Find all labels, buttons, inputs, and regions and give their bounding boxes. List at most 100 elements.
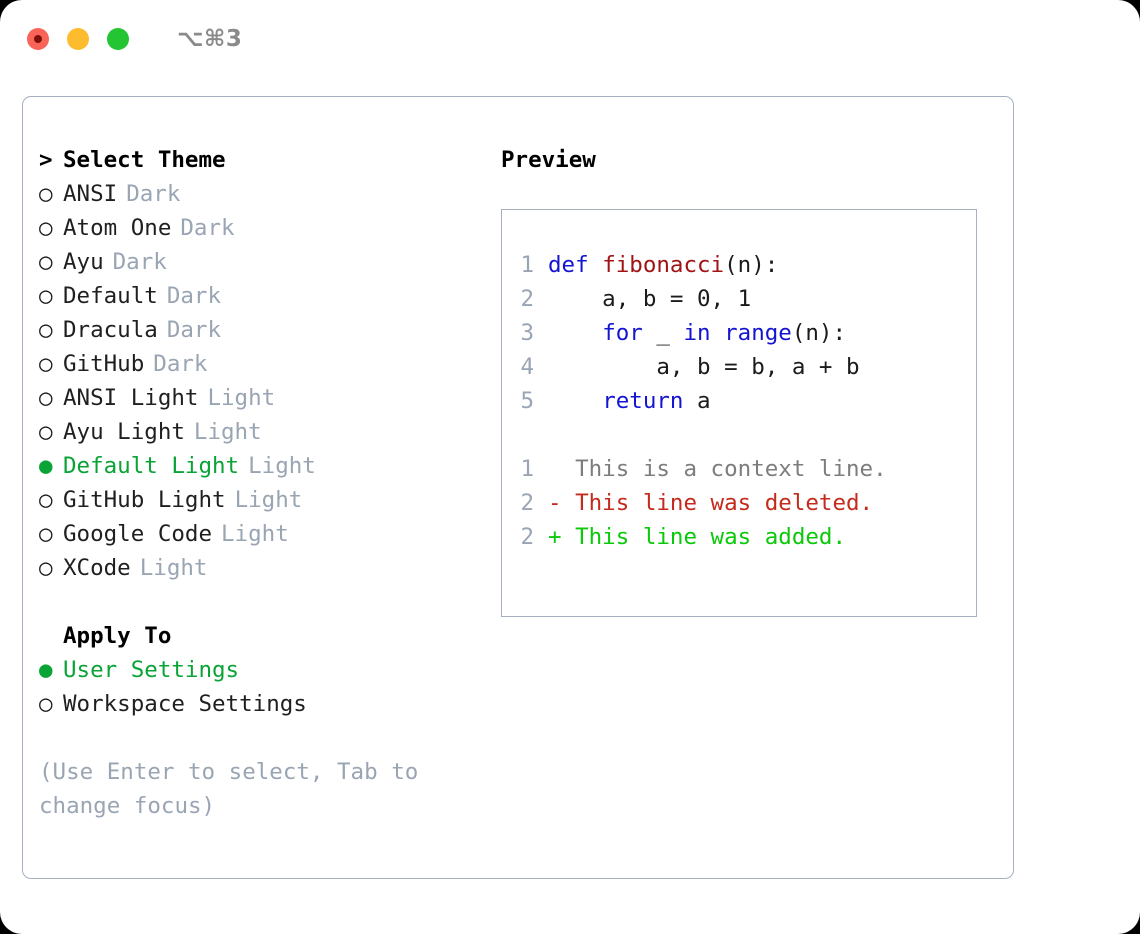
radio-unselected-icon: ○ (39, 521, 53, 547)
code-token: a, b = b, a + b (548, 354, 860, 380)
code-line-text: a, b = 0, 1 (548, 286, 751, 312)
minimize-button[interactable] (67, 28, 89, 50)
theme-list-item[interactable]: ● Default Light Light (39, 453, 499, 487)
diff-line: 1 This is a context line. (502, 456, 976, 490)
code-token: a, b = 0, 1 (548, 286, 752, 312)
radio-unselected-icon: ○ (39, 487, 53, 513)
theme-category-badge: Dark (126, 181, 181, 207)
code-line-text: def fibonacci(n): (548, 252, 778, 278)
code-token: (n): (791, 320, 847, 346)
code-line: 3 for _ in range(n): (502, 320, 976, 354)
record-dot-icon (34, 35, 42, 43)
theme-list-item[interactable]: ○ ANSI Dark (39, 181, 499, 215)
radio-unselected-icon: ○ (39, 181, 53, 207)
theme-name-label: Default Light (63, 453, 240, 479)
line-number: 3 (520, 320, 534, 346)
close-button[interactable] (27, 28, 49, 50)
code-token: _ (642, 320, 684, 346)
line-number: 2 (520, 490, 534, 516)
theme-list-item[interactable]: ○ ANSI Light Light (39, 385, 499, 419)
apply-to-options: ● User Settings ○Workspace Settings (39, 657, 499, 725)
theme-category-badge: Light (221, 521, 289, 547)
code-token (548, 320, 602, 346)
code-line-text: a, b = b, a + b (548, 354, 860, 380)
code-token: range (724, 320, 792, 346)
code-line: 2 a, b = 0, 1 (502, 286, 976, 320)
apply-to-option[interactable]: ● User Settings (39, 657, 499, 691)
radio-unselected-icon: ○ (39, 283, 53, 309)
theme-category-badge: Dark (166, 283, 222, 309)
diff-line-text: + This line was added. (548, 524, 847, 550)
theme-category-badge: Light (248, 453, 316, 479)
line-number: 2 (520, 286, 534, 312)
keyboard-shortcut-label: ⌥⌘3 (177, 26, 243, 52)
theme-name-label: XCode (63, 555, 131, 581)
theme-name-label: ANSI (63, 181, 118, 207)
apply-to-option[interactable]: ○Workspace Settings (39, 691, 499, 725)
theme-name-label: Atom One (63, 215, 172, 241)
radio-unselected-icon: ○ (39, 351, 53, 377)
diff-line: 2- This line was deleted. (502, 490, 976, 524)
radio-unselected-icon: ○ (39, 317, 53, 343)
line-number: 5 (520, 388, 534, 414)
theme-list-item[interactable]: ○ Dracula Dark (39, 317, 499, 351)
radio-selected-icon: ● (39, 453, 53, 479)
code-line: 4 a, b = b, a + b (502, 354, 976, 388)
theme-list-item[interactable]: ○ Default Dark (39, 283, 499, 317)
line-number: 4 (520, 354, 534, 380)
theme-list-item[interactable]: ○ Atom One Dark (39, 215, 499, 249)
theme-category-badge: Light (207, 385, 276, 411)
theme-name-label: GitHub (63, 351, 145, 377)
diff-sample: 1 This is a context line.2- This line wa… (502, 456, 976, 558)
theme-picker-heading: >Select Theme (39, 147, 499, 181)
theme-category-badge: Dark (153, 351, 208, 377)
theme-name-label: Default (63, 283, 158, 309)
radio-unselected-icon: ○ (39, 555, 53, 581)
apply-to-title: Apply To (63, 623, 172, 649)
diff-line: 2+ This line was added. (502, 524, 976, 558)
theme-name-label: Ayu Light (63, 419, 185, 445)
code-token (548, 388, 602, 414)
radio-selected-icon: ● (39, 657, 53, 683)
line-number: 1 (520, 252, 534, 278)
code-diff-spacer (502, 422, 976, 456)
theme-category-badge: Dark (180, 215, 235, 241)
code-token (711, 320, 725, 346)
window-controls (27, 28, 129, 50)
section-spacer (39, 589, 499, 623)
code-token: a (683, 388, 711, 414)
code-token: in (683, 320, 711, 346)
radio-unselected-icon: ○ (39, 419, 53, 445)
theme-name-label: Dracula (63, 317, 158, 343)
diff-line-text: This is a context line. (548, 456, 887, 482)
apply-to-label: Workspace Settings (63, 691, 307, 717)
apply-to-label: User Settings (63, 657, 240, 683)
theme-name-label: ANSI Light (63, 385, 199, 411)
line-number: 1 (520, 456, 534, 482)
radio-unselected-icon: ○ (39, 385, 53, 411)
theme-category-badge: Dark (112, 249, 167, 275)
code-line-text: return a (548, 388, 711, 414)
prompt-caret-icon: > (39, 147, 53, 173)
theme-list-item[interactable]: ○ GitHub Dark (39, 351, 499, 385)
theme-category-badge: Light (234, 487, 303, 513)
theme-list-item[interactable]: ○ Google Code Light (39, 521, 499, 555)
theme-name-label: Ayu (63, 249, 104, 275)
keyboard-hint-text: (Use Enter to select, Tab to change focu… (39, 759, 419, 819)
theme-category-badge: Dark (166, 317, 222, 343)
code-line: 5 return a (502, 388, 976, 422)
theme-name-label: Google Code (63, 521, 213, 547)
code-token: def (548, 252, 603, 278)
maximize-button[interactable] (107, 28, 129, 50)
code-token: (n): (724, 252, 779, 278)
radio-unselected-icon: ○ (39, 215, 53, 241)
